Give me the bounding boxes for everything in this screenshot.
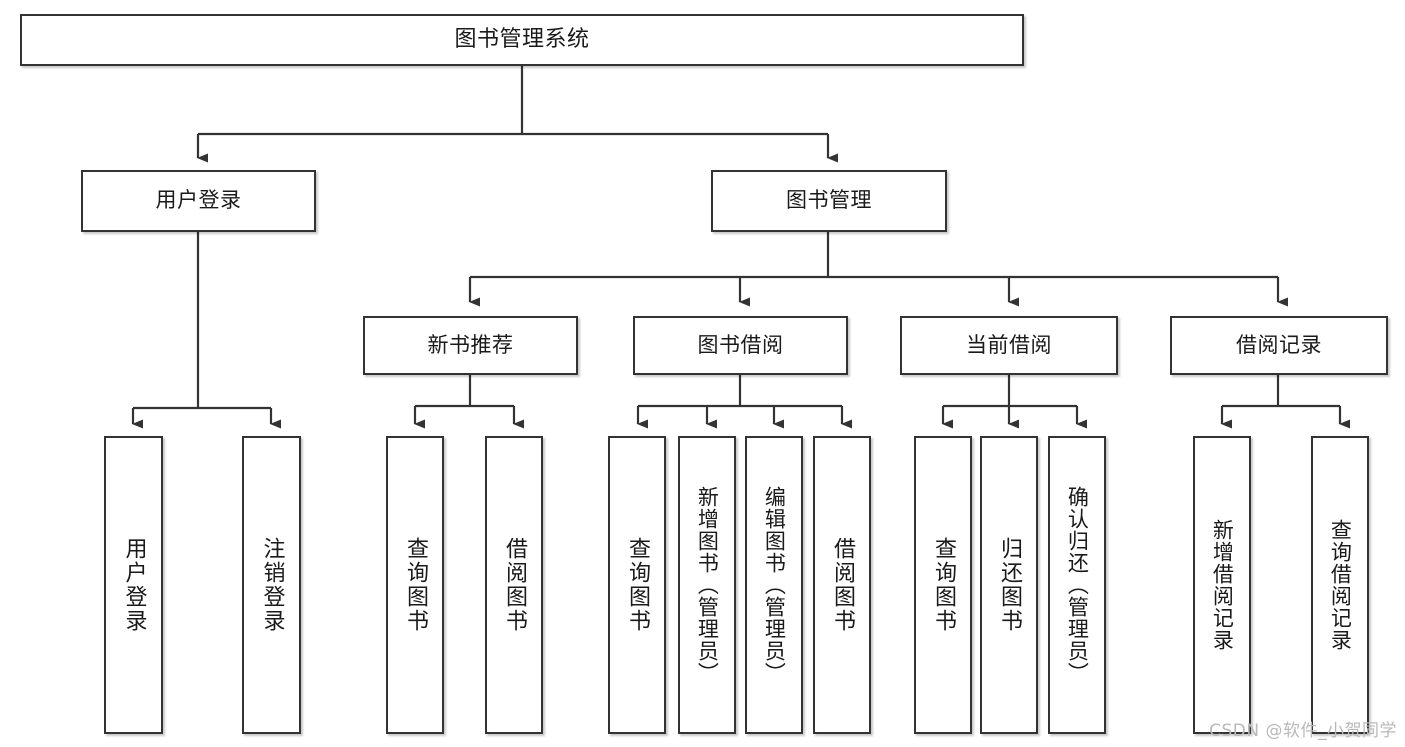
node-label: 查询借阅记录 — [1328, 519, 1353, 651]
node-label: 查询图书 — [930, 537, 956, 633]
node-label: 图书管理系统 — [454, 26, 590, 52]
leaf-book-borrow-add[interactable]: 新增图书（管理员） — [678, 436, 736, 734]
node-label: 图书借阅 — [697, 332, 784, 357]
node-book-borrow[interactable]: 图书借阅 — [633, 316, 848, 375]
leaf-current-borrow-return[interactable]: 归还图书 — [980, 436, 1038, 734]
node-label: 用户登录 — [121, 537, 147, 633]
leaf-user-login-logout[interactable]: 注销登录 — [242, 436, 301, 734]
node-label: 图书管理 — [786, 188, 872, 213]
node-label: 新增借阅记录 — [1210, 519, 1235, 651]
node-label: 借阅记录 — [1236, 332, 1322, 357]
leaf-new-book-query[interactable]: 查询图书 — [386, 436, 444, 734]
leaf-current-borrow-query[interactable]: 查询图书 — [914, 436, 972, 734]
node-label: 借阅图书 — [829, 537, 855, 633]
node-current-borrow[interactable]: 当前借阅 — [900, 316, 1118, 375]
leaf-book-borrow-edit[interactable]: 编辑图书（管理员） — [745, 436, 803, 734]
leaf-new-book-borrow[interactable]: 借阅图书 — [485, 436, 543, 734]
node-label: 新书推荐 — [427, 332, 514, 357]
leaf-current-borrow-confirm-return[interactable]: 确认归还（管理员） — [1048, 436, 1106, 734]
csdn-watermark: CSDN @软件_小贺同学 — [1209, 721, 1397, 741]
node-root-book-management-system[interactable]: 图书管理系统 — [20, 14, 1024, 66]
node-label: 确认归还（管理员） — [1065, 486, 1090, 684]
node-label: 注销登录 — [259, 537, 285, 633]
node-label: 新增图书（管理员） — [695, 486, 720, 684]
node-label: 查询图书 — [624, 537, 650, 633]
node-label: 查询图书 — [402, 537, 428, 633]
node-new-book-recommend[interactable]: 新书推荐 — [363, 316, 578, 375]
node-label: 借阅图书 — [501, 537, 527, 633]
node-label: 归还图书 — [996, 537, 1022, 633]
node-label: 编辑图书（管理员） — [762, 486, 787, 684]
node-book-management[interactable]: 图书管理 — [711, 170, 947, 232]
node-label: 用户登录 — [155, 188, 242, 213]
node-borrow-record[interactable]: 借阅记录 — [1170, 316, 1388, 375]
leaf-user-login-login[interactable]: 用户登录 — [104, 436, 163, 734]
leaf-borrow-record-add[interactable]: 新增借阅记录 — [1193, 436, 1251, 734]
node-user-login[interactable]: 用户登录 — [81, 170, 316, 232]
node-label: 当前借阅 — [966, 332, 1052, 357]
leaf-borrow-record-query[interactable]: 查询借阅记录 — [1311, 436, 1369, 734]
leaf-book-borrow-query[interactable]: 查询图书 — [608, 436, 666, 734]
leaf-book-borrow-borrow[interactable]: 借阅图书 — [813, 436, 871, 734]
